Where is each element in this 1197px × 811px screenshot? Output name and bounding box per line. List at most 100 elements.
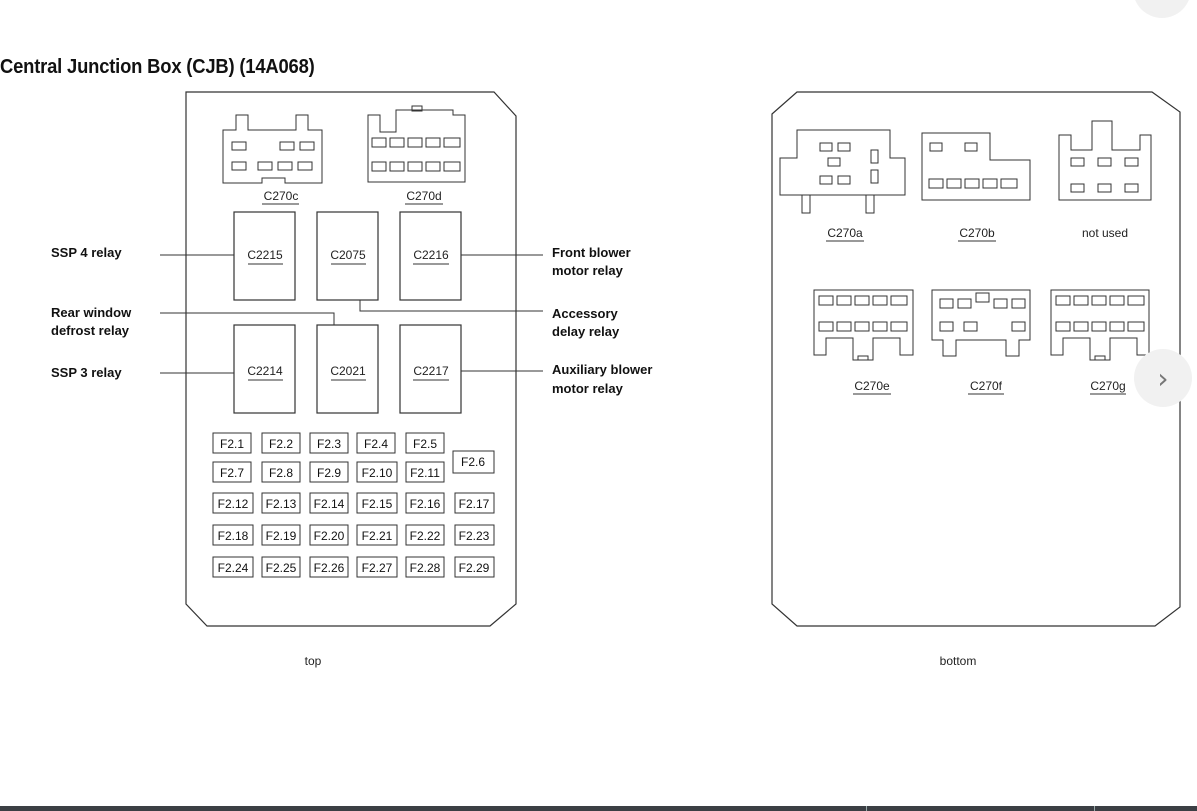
fuse-label: F2.27 <box>362 561 393 575</box>
connector-label-c270f: C270f <box>970 379 1003 393</box>
label-ssp3-relay: SSP 3 relay <box>51 365 122 380</box>
chevron-right-icon: › <box>1157 361 1169 395</box>
fuse-label: F2.1 <box>220 437 244 451</box>
relay-label-c2214: C2214 <box>247 364 283 378</box>
toolbar-divider <box>866 806 867 811</box>
fuse-label: F2.13 <box>266 497 297 511</box>
fuse-f2-6 <box>452 450 495 474</box>
relay-label-c2217: C2217 <box>413 364 449 378</box>
relay-c2021 <box>316 324 379 414</box>
fuse-f2-20 <box>309 524 349 546</box>
relay-label-c2215: C2215 <box>247 248 283 262</box>
fuse-f2-13 <box>261 492 301 514</box>
connector-c270d <box>367 105 466 183</box>
label-not-used: not used <box>1082 226 1128 240</box>
connector-c270f <box>931 289 1031 357</box>
fuse-label: F2.8 <box>269 466 293 480</box>
label-accessory-1: Accessory <box>552 306 619 321</box>
fuse-label: F2.5 <box>413 437 437 451</box>
fuse-label: F2.4 <box>364 437 388 451</box>
fuse-f2-9 <box>309 461 349 483</box>
fuse-label: F2.12 <box>218 497 249 511</box>
fuse-f2-23 <box>454 524 495 546</box>
fuse-f2-21 <box>356 524 398 546</box>
bottom-housing-outline <box>771 91 1181 627</box>
relay-c2216 <box>399 211 462 301</box>
expand-button[interactable] <box>1133 0 1191 18</box>
connector-c270e <box>813 289 914 361</box>
fuse-f2-27 <box>356 556 398 578</box>
fuse-f2-8 <box>261 461 301 483</box>
fuse-label: F2.23 <box>459 529 490 543</box>
fuse-label: F2.22 <box>410 529 441 543</box>
fuse-f2-17 <box>454 492 495 514</box>
fuse-label: F2.7 <box>220 466 244 480</box>
label-front-blower-2: motor relay <box>552 263 624 278</box>
fuse-label: F2.2 <box>269 437 293 451</box>
caption-bottom: bottom <box>940 654 977 668</box>
fuse-label: F2.28 <box>410 561 441 575</box>
label-aux-blower-1: Auxiliary blower <box>552 362 652 377</box>
fuse-label: F2.15 <box>362 497 393 511</box>
relay-label-c2075: C2075 <box>330 248 366 262</box>
fuse-f2-29 <box>454 556 495 578</box>
fuse-label: F2.14 <box>314 497 345 511</box>
fuse-f2-25 <box>261 556 301 578</box>
fuse-f2-12 <box>212 492 254 514</box>
fuse-label: F2.19 <box>266 529 297 543</box>
label-aux-blower-2: motor relay <box>552 381 624 396</box>
fuse-f2-16 <box>405 492 445 514</box>
fuse-label: F2.10 <box>362 466 393 480</box>
fuse-f2-26 <box>309 556 349 578</box>
fuse-f2-7 <box>212 461 252 483</box>
fuse-label: F2.21 <box>362 529 393 543</box>
fuse-f2-10 <box>356 461 398 483</box>
connector-label-c270b: C270b <box>959 226 995 240</box>
connector-c270a <box>779 129 906 214</box>
fuse-label: F2.29 <box>459 561 490 575</box>
bottom-toolbar <box>0 806 1197 811</box>
connector-not-used <box>1058 120 1152 201</box>
relay-label-c2216: C2216 <box>413 248 449 262</box>
fuse-grid: F2.1 F2.2 F2.3 F2.4 F2.5 F2.6 F2.7 F2.8 … <box>212 432 495 578</box>
bottom-view: C270a C270b not used <box>771 91 1181 668</box>
relay-c2217 <box>399 324 462 414</box>
fuse-f2-24 <box>212 556 254 578</box>
fuse-f2-14 <box>309 492 349 514</box>
fuse-label: F2.17 <box>459 497 490 511</box>
label-rear-window-1: Rear window <box>51 305 132 320</box>
fuse-f2-1 <box>212 432 252 454</box>
connector-c270g <box>1050 289 1150 361</box>
next-image-button[interactable]: › <box>1134 349 1192 407</box>
toolbar-divider <box>1094 806 1095 811</box>
fuse-f2-18 <box>212 524 254 546</box>
fuse-f2-5 <box>405 432 445 454</box>
fuse-label: F2.16 <box>410 497 441 511</box>
connector-c270b <box>921 132 1031 201</box>
caption-top: top <box>305 654 322 668</box>
fuse-f2-11 <box>405 461 445 483</box>
fuse-label: F2.11 <box>410 466 440 480</box>
fuse-label: F2.26 <box>314 561 345 575</box>
connector-label-c270c: C270c <box>264 189 299 203</box>
fuse-f2-19 <box>261 524 301 546</box>
top-housing-outline <box>185 91 517 627</box>
connector-label-c270g: C270g <box>1090 379 1125 393</box>
label-ssp4-relay: SSP 4 relay <box>51 245 122 260</box>
page-title: Central Junction Box (CJB) (14A068) <box>0 56 315 78</box>
label-front-blower-1: Front blower <box>552 245 631 260</box>
fuse-label: F2.25 <box>266 561 297 575</box>
fuse-label-f2-6: F2.6 <box>461 455 485 469</box>
relay-c2215 <box>233 211 296 301</box>
connector-c270c <box>222 114 323 184</box>
relay-c2075 <box>316 211 379 301</box>
fuse-f2-4 <box>356 432 396 454</box>
fuse-f2-22 <box>405 524 445 546</box>
relay-label-c2021: C2021 <box>330 364 366 378</box>
relay-c2214 <box>233 324 296 414</box>
top-view: C270c C270d C2215 C2075 C2216 <box>51 91 652 668</box>
fuse-label: F2.20 <box>314 529 345 543</box>
fuse-label: F2.24 <box>218 561 249 575</box>
fuse-label: F2.9 <box>317 466 341 480</box>
